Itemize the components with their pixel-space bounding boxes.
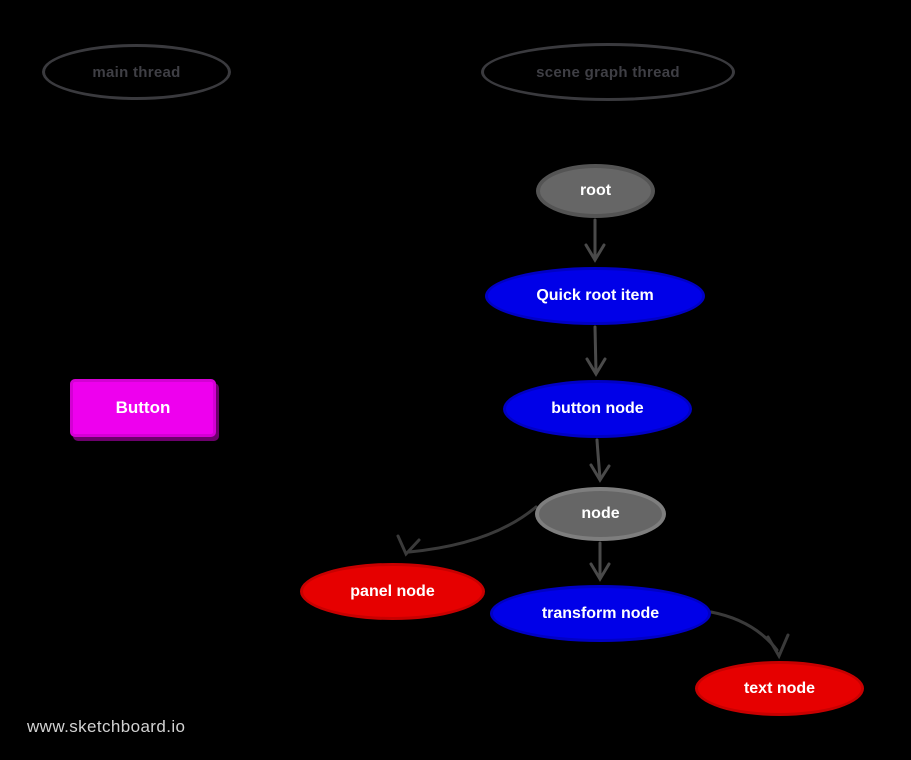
edge-root-to-quick-root-item[interactable] [584,218,606,263]
node-node[interactable]: node [535,487,666,541]
lane-scene-graph-thread[interactable]: scene graph thread [481,43,735,101]
edge-transform-node-to-text-node[interactable] [709,610,790,660]
node-button-rectangle[interactable]: Button [70,379,216,437]
edge-quick-root-item-to-button-node[interactable] [585,325,607,377]
edge-button-node-to-node[interactable] [589,438,611,483]
sketchboard-watermark: www.sketchboard.io [27,717,186,736]
node-panel-node[interactable]: panel node [300,563,485,620]
node-root[interactable]: root [536,164,655,218]
node-transform-node[interactable]: transform node [490,585,711,642]
node-quick-root-item[interactable]: Quick root item [485,267,705,325]
node-button-node[interactable]: button node [503,380,692,438]
edge-node-to-transform-node[interactable] [589,541,611,582]
edge-node-to-panel-node[interactable] [396,505,538,557]
lane-main-thread[interactable]: main thread [42,44,231,100]
node-text-node[interactable]: text node [695,661,864,716]
